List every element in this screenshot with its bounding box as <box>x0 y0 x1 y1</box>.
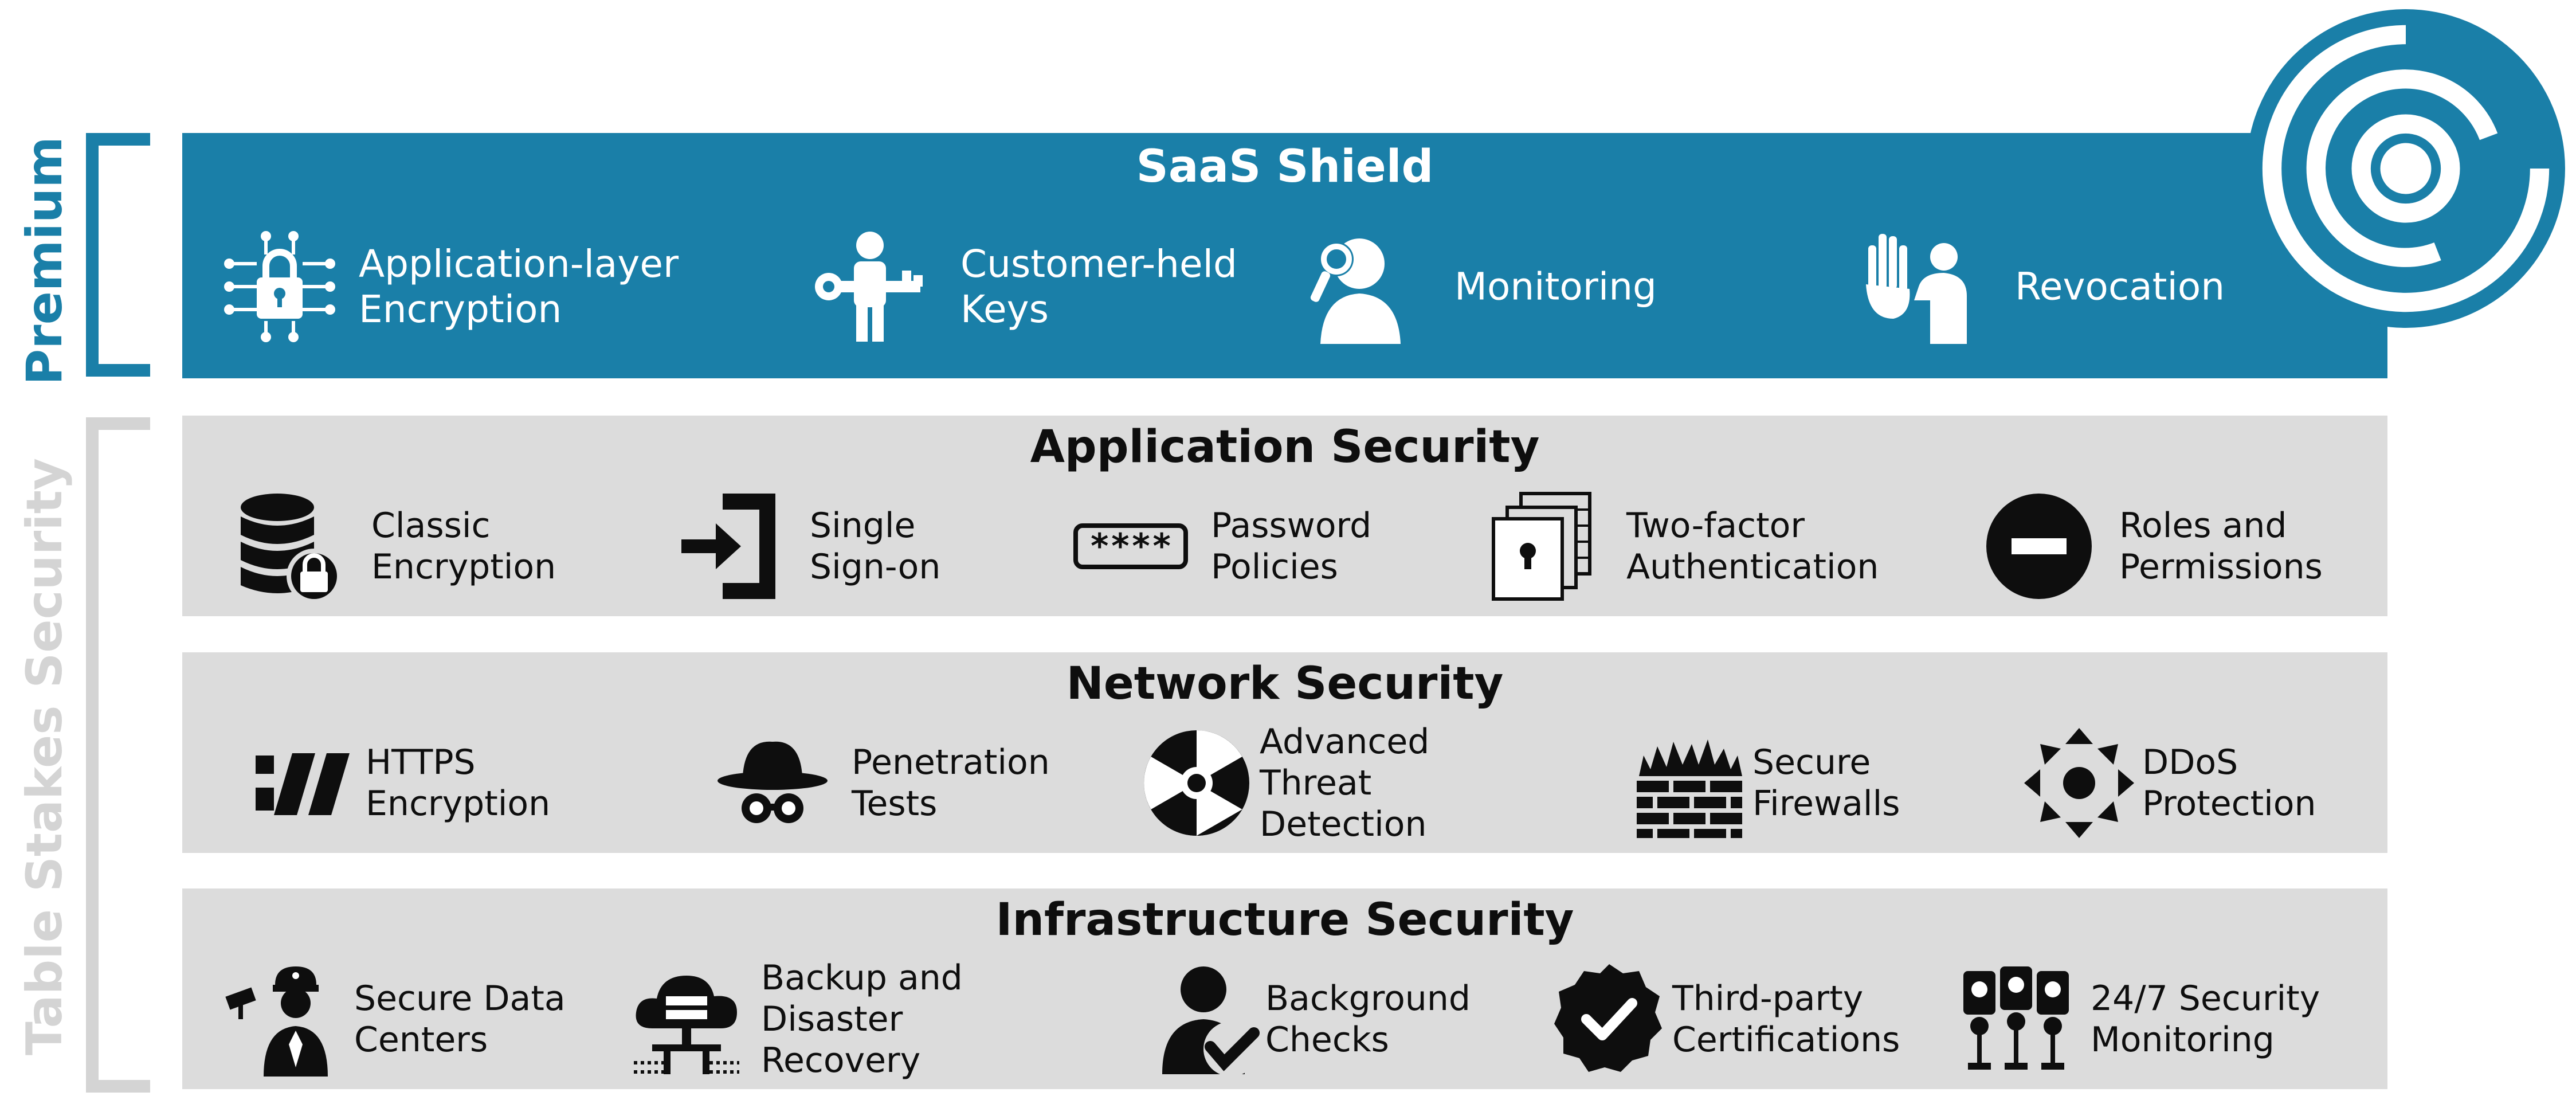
item-secure-data-centers: Secure Data Centers <box>222 962 578 1077</box>
band-title: Network Security <box>1066 658 1504 710</box>
saas-shield-band: SaaS Shield Application-layer Encryption <box>182 133 2387 378</box>
cloud-server-icon <box>629 962 744 1077</box>
item-label: Advanced Threat Detection <box>1260 722 1430 844</box>
item-label: Classic Encryption <box>371 506 556 587</box>
item-label: Backup and Disaster Recovery <box>761 958 963 1081</box>
table-stakes-bracket <box>86 417 150 1093</box>
item-monitoring: Monitoring <box>1300 229 1735 344</box>
item-label: Monitoring <box>1454 264 1657 309</box>
item-backup-and-disaster-recovery: Backup and Disaster Recovery <box>629 958 1065 1081</box>
item-password-policies: **** Password Policies <box>1073 489 1417 604</box>
monitoring-team-icon <box>1959 962 2073 1077</box>
item-label: Roles and Permissions <box>2119 506 2323 587</box>
band-title: Application Security <box>1030 421 1540 473</box>
item-roles-and-permissions: Roles and Permissions <box>1982 489 2326 604</box>
person-check-icon <box>1151 962 1265 1077</box>
item-background-checks: Background Checks <box>1151 962 1495 1077</box>
band-title: Infrastructure Security <box>995 894 1574 946</box>
item-label: Background Checks <box>1265 978 1471 1060</box>
item-label: 24/7 Security Monitoring <box>2091 978 2320 1060</box>
badge-check-icon <box>1552 962 1667 1077</box>
item-penetration-tests: Penetration Tests <box>715 726 1059 840</box>
item-label: Single Sign-on <box>810 506 941 587</box>
item-classic-encryption: Classic Encryption <box>234 489 578 604</box>
item-label: Secure Data Centers <box>354 978 566 1060</box>
item-label: Penetration Tests <box>852 742 1050 824</box>
item-customer-held-keys: Customer-held Keys <box>813 229 1248 344</box>
band-title: SaaS Shield <box>1136 141 1434 193</box>
vault-doors-icon <box>1489 489 1603 604</box>
item-third-party-certifications: Third-party Certifications <box>1552 962 1919 1077</box>
item-two-factor-authentication: Two-factor Authentication <box>1489 489 1890 604</box>
item-secure-firewalls: Secure Firewalls <box>1632 726 1976 840</box>
item-label: Password Policies <box>1211 506 1372 587</box>
stop-hand-person-icon <box>1861 229 1976 344</box>
application-security-band: Application Security Classic Encryption <box>182 416 2387 616</box>
database-lock-icon <box>234 489 348 604</box>
svg-text:****: **** <box>1089 526 1173 566</box>
item-ddos-protection: DDoS Protection <box>2022 726 2366 840</box>
item-https-encryption: HTTPS Encryption <box>251 726 572 840</box>
person-key-icon <box>813 229 927 344</box>
password-field-icon: **** <box>1073 489 1188 604</box>
item-24-7-security-monitoring: 24/7 Security Monitoring <box>1959 962 2348 1077</box>
encryption-lock-icon <box>222 229 337 344</box>
premium-bracket <box>86 133 150 377</box>
table-stakes-side-label: Table Stakes Security <box>16 458 73 1055</box>
firewall-icon <box>1632 726 1747 840</box>
item-label: HTTPS Encryption <box>366 742 551 824</box>
item-label: Customer-held Keys <box>960 241 1237 331</box>
item-revocation: Revocation <box>1861 229 2297 344</box>
premium-side-label: Premium <box>16 136 73 385</box>
brand-logo <box>2246 9 2565 328</box>
minus-circle-icon <box>1982 489 2096 604</box>
item-label: Application-layer Encryption <box>359 241 679 331</box>
item-label: Two-factor Authentication <box>1626 506 1879 587</box>
item-label: Third-party Certifications <box>1672 978 1900 1060</box>
infrastructure-security-band: Infrastructure Security Secure Data Cent… <box>182 888 2387 1089</box>
item-single-sign-on: Single Sign-on <box>672 489 1016 604</box>
item-advanced-threat-detection: Advanced Threat Detection <box>1139 722 1540 844</box>
item-label: Revocation <box>2015 264 2225 309</box>
ddos-arrows-icon <box>2022 726 2136 840</box>
network-security-band: Network Security HTTPS Encryption Penetr… <box>182 652 2387 853</box>
radiation-icon <box>1139 726 1254 840</box>
security-guard-icon <box>222 962 337 1077</box>
item-label: DDoS Protection <box>2142 742 2316 824</box>
spy-hat-icon <box>715 726 830 840</box>
sign-in-icon <box>672 489 787 604</box>
person-magnifier-icon <box>1300 229 1414 344</box>
https-bars-icon <box>251 726 366 840</box>
item-label: Secure Firewalls <box>1752 742 1900 824</box>
item-application-layer-encryption: Application-layer Encryption <box>222 229 681 344</box>
